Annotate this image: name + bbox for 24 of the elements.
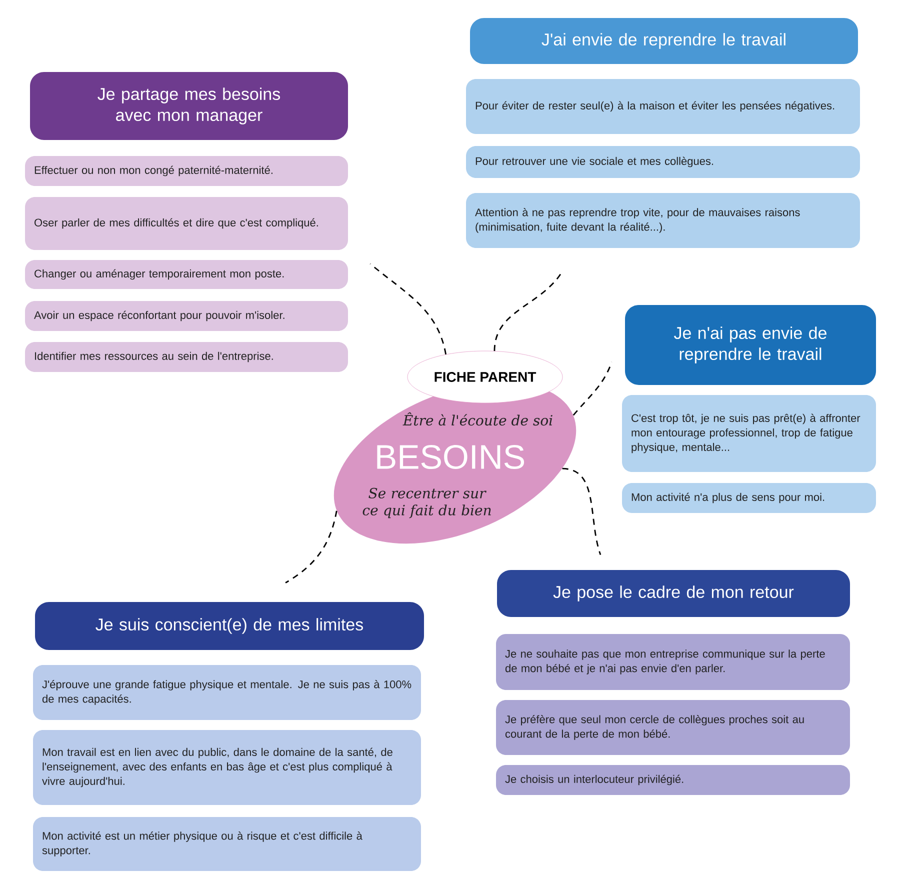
item-box: Changer ou aménager temporairement mon poste. bbox=[25, 260, 348, 289]
item-box: Avoir un espace réconfortant pour pouvoir m'isoler. bbox=[25, 300, 348, 331]
heading-banner: Je pose le cadre de mon retour bbox=[497, 570, 850, 617]
item-box: Je préfère que seul mon cercle de collègues proches soit au courant de la perte de mon bébé. bbox=[496, 700, 850, 755]
item-box: J'éprouve une grande fatigue physique et mentale. Je ne suis pas à 100% de mes capacités. bbox=[33, 664, 421, 720]
item-box: Pour retrouver une vie sociale et mes collègues. bbox=[466, 146, 860, 178]
item-box: Identifier mes ressources au sein de l'entreprise. bbox=[25, 342, 348, 372]
item-box: Attention à ne pas reprendre trop vite, pour de mauvaises raisons (minimisation, fuite devant la réalité...). bbox=[466, 192, 860, 248]
item-box: Mon activité est un métier physique ou à risque et c'est difficile à supporter. bbox=[33, 816, 421, 871]
heading-banner: J'ai envie de reprendre le travail bbox=[470, 18, 858, 64]
dashed-connector bbox=[285, 510, 338, 584]
item-box: Je choisis un interlocuteur privilégié. bbox=[496, 764, 850, 795]
dashed-connector bbox=[562, 468, 602, 555]
heading-banner: Je n'ai pas envie de reprendre le travail bbox=[625, 304, 876, 385]
item-box: Je ne souhaite pas que mon entreprise communique sur la perte de mon bébé et je n'ai pas envie d'en parler. bbox=[496, 634, 850, 690]
item-box: Pour éviter de rester seul(e) à la maison et éviter les pensées négatives. bbox=[466, 78, 860, 134]
item-box: Effectuer ou non mon congé paternité-maternité. bbox=[25, 156, 348, 186]
item-box: Mon travail est en lien avec du public, dans le domaine de la santé, de l'enseignement, avec des enfants en bas âge et c'est plus compliqué à vivre aujourd'hui. bbox=[33, 730, 421, 805]
heading-banner: Je partage mes besoins avec mon manager bbox=[30, 72, 348, 140]
item-box: Mon activité n'a plus de sens pour moi. bbox=[622, 482, 876, 513]
item-box: C'est trop tôt, je ne suis pas prêt(e) à affronter mon entourage professionnel, trop de fatigue physique, mentale... bbox=[622, 394, 876, 472]
dashed-connector bbox=[370, 263, 446, 355]
heading-banner: Je suis conscient(e) de mes limites bbox=[35, 602, 424, 650]
item-box: Oser parler de mes difficultés et dire que c'est compliqué. bbox=[25, 196, 348, 250]
